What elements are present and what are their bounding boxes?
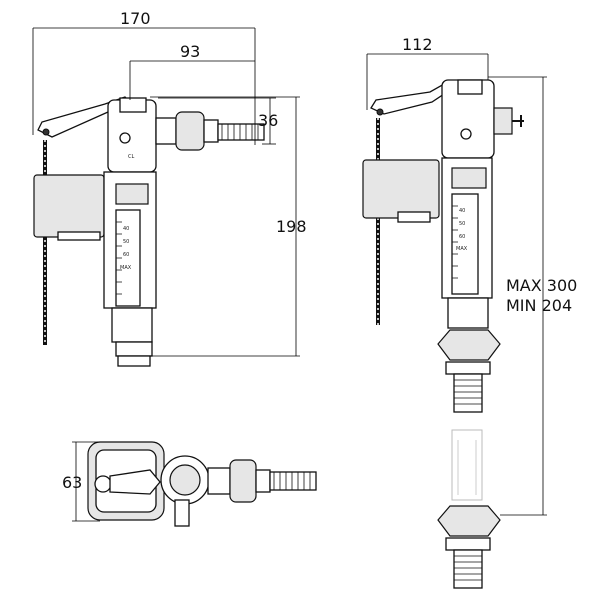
dim-max-label: MAX 300 [506,276,577,295]
side-bottom-nut [111,307,153,343]
dim-198-label: 198 [276,217,307,236]
dimension-198: 198 [150,96,307,357]
front-thread-lower [453,549,483,589]
front-scale-max: MAX [456,246,468,252]
front-float-arm [370,83,452,115]
dim-170-label: 170 [120,9,151,28]
side-scale-50: 50 [123,239,129,245]
side-scale-40: 40 [123,226,129,232]
dimension-93: 93 [129,42,255,100]
front-flange-nut-extended [437,505,501,537]
front-extension-ghost [451,429,483,501]
side-inlet-thread [155,111,265,151]
front-view: 40 50 60 MAX 112 [362,35,577,589]
front-scale-60: 60 [459,234,465,240]
front-scale-50: 50 [459,221,465,227]
dimension-112: 112 [366,35,489,110]
dim-112-label: 112 [402,35,433,54]
front-scale-40: 40 [459,208,465,214]
side-scale-max: MAX [120,265,132,271]
dim-36-label: 36 [258,111,278,130]
side-scale-60: 60 [123,252,129,258]
side-brand-mark: CL [128,154,134,160]
top-view: 63 [62,441,317,527]
dimension-63: 63 [62,441,100,522]
dimension-170: 170 [32,9,256,145]
front-flange-nut [437,329,501,361]
dim-63-label: 63 [62,473,82,492]
dimension-36: 36 [158,97,278,145]
dim-min-label: MIN 204 [506,296,572,315]
dim-93-label: 93 [180,42,200,61]
front-thread-upper [453,373,483,413]
top-inlet-thread [207,459,317,503]
dimension-max-min: MAX 300 MIN 204 [488,76,577,516]
side-view: CL 40 50 60 MAX 170 9 [32,9,307,367]
side-float-cup [33,174,105,238]
front-float-cup [362,159,440,219]
